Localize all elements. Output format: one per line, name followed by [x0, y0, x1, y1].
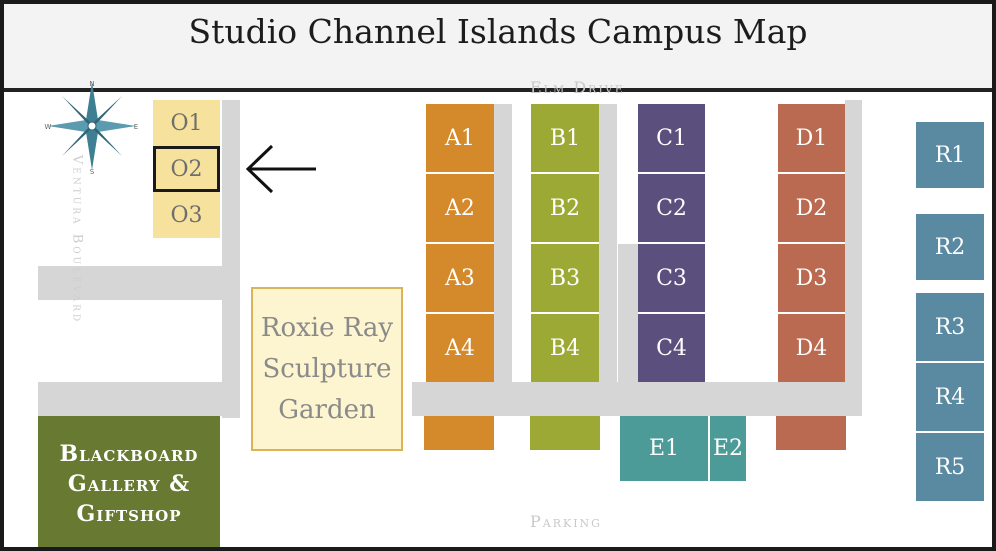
unit-e1[interactable]: E1 — [620, 416, 708, 481]
blackboard-gallery[interactable]: Blackboard Gallery & Giftshop — [38, 416, 220, 547]
road-vertical-d — [845, 100, 862, 416]
unit-b3[interactable]: B3 — [531, 244, 599, 312]
unit-o3[interactable]: O3 — [153, 192, 220, 238]
garden-line-1: Roxie Ray — [260, 312, 394, 343]
unit-c4[interactable]: C4 — [638, 314, 705, 382]
unit-d4[interactable]: D4 — [778, 314, 845, 382]
unit-b1[interactable]: B1 — [531, 104, 599, 172]
unit-b4[interactable]: B4 — [531, 314, 599, 382]
unit-o2[interactable]: O2 — [153, 146, 220, 192]
compass-letter-s: S — [90, 168, 95, 176]
unit-d2[interactable]: D2 — [778, 174, 845, 242]
unit-c3[interactable]: C3 — [638, 244, 705, 312]
unit-b-lower[interactable] — [530, 416, 600, 450]
unit-c2[interactable]: C2 — [638, 174, 705, 242]
compass-rose-icon: N E S W — [45, 80, 139, 176]
unit-d3[interactable]: D3 — [778, 244, 845, 312]
unit-b2[interactable]: B2 — [531, 174, 599, 242]
unit-r3[interactable]: R3 — [916, 293, 984, 361]
gallery-line-1: Blackboard — [59, 440, 199, 467]
unit-a1[interactable]: A1 — [426, 104, 494, 172]
road-horizontal-lower-left — [38, 382, 224, 416]
title-bar — [4, 4, 992, 88]
unit-r4[interactable]: R4 — [916, 363, 984, 431]
unit-e2[interactable]: E2 — [710, 416, 746, 481]
street-label-top: Elm Drive — [530, 78, 625, 97]
gallery-line-3: Giftshop — [76, 500, 182, 527]
road-horizontal-upper-left — [38, 266, 224, 300]
street-label-bottom: Parking — [530, 512, 602, 531]
sculpture-garden[interactable]: Roxie Ray Sculpture Garden — [251, 287, 403, 451]
unit-r5[interactable]: R5 — [916, 433, 984, 501]
road-vertical-c — [618, 244, 638, 384]
unit-d1[interactable]: D1 — [778, 104, 845, 172]
gallery-line-2: Gallery & — [67, 470, 191, 497]
title-divider — [4, 88, 992, 92]
road-vertical-b — [599, 104, 617, 384]
unit-a-lower[interactable] — [424, 416, 494, 450]
unit-c1[interactable]: C1 — [638, 104, 705, 172]
unit-o1[interactable]: O1 — [153, 100, 220, 146]
unit-a3[interactable]: A3 — [426, 244, 494, 312]
map-title: Studio Channel Islands Campus Map — [188, 12, 808, 51]
road-vertical-left — [222, 100, 240, 418]
arrow-left-icon — [245, 144, 316, 194]
compass-letter-n: N — [89, 80, 94, 88]
unit-d-lower[interactable] — [776, 416, 846, 450]
unit-a4[interactable]: A4 — [426, 314, 494, 382]
unit-r2[interactable]: R2 — [916, 214, 984, 280]
garden-line-3: Garden — [278, 394, 376, 425]
compass-letter-w: W — [45, 123, 52, 131]
unit-a2[interactable]: A2 — [426, 174, 494, 242]
unit-r1[interactable]: R1 — [916, 122, 984, 188]
garden-line-2: Sculpture — [262, 353, 392, 384]
road-horizontal-main — [412, 382, 862, 416]
compass-letter-e: E — [134, 123, 138, 131]
road-vertical-a — [494, 104, 512, 384]
